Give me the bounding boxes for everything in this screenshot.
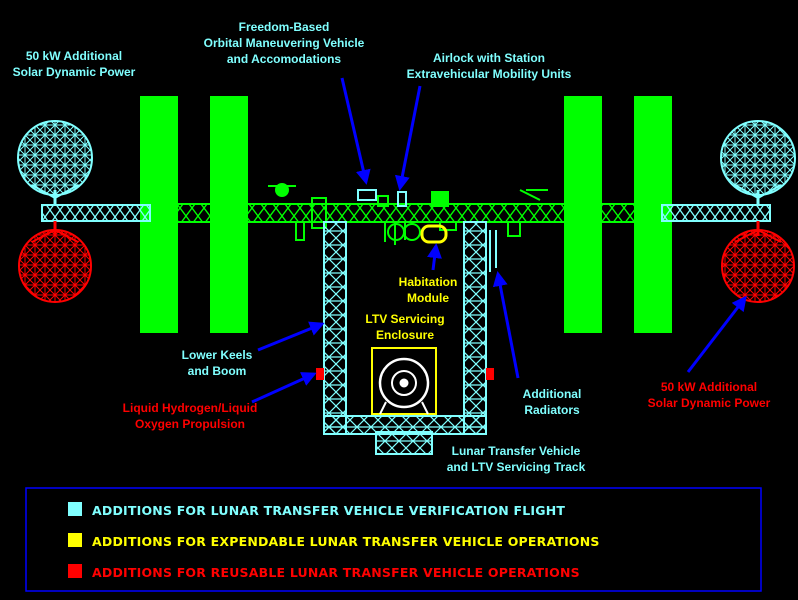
truss-extension-right — [661, 204, 771, 222]
svg-text:50 kW Additional: 50 kW Additional — [26, 49, 122, 63]
svg-text:Solar Dynamic Power: Solar Dynamic Power — [648, 396, 771, 410]
label-lower-keels: Lower Keels and Boom — [182, 348, 253, 378]
label-ltv-track: Lunar Transfer Vehicle and LTV Servicing… — [447, 444, 586, 474]
svg-text:Radiators: Radiators — [524, 403, 580, 417]
label-radiators: Additional Radiators — [523, 387, 582, 417]
solar-dynamic-left-red — [18, 221, 92, 303]
propulsion-right — [486, 368, 494, 380]
legend-item-reusable: ADDITIONS FOR REUSABLE LUNAR TRANSFER VE… — [68, 564, 580, 580]
svg-text:Solar Dynamic Power: Solar Dynamic Power — [13, 65, 136, 79]
svg-text:50 kW Additional: 50 kW Additional — [661, 380, 757, 394]
ltv-servicing-enclosure — [371, 347, 437, 415]
svg-text:Airlock with Station: Airlock with Station — [433, 51, 545, 65]
legend-swatch-cyan — [68, 502, 82, 516]
legend-text-verification: ADDITIONS FOR LUNAR TRANSFER VEHICLE VER… — [92, 503, 565, 518]
svg-text:Lunar Transfer Vehicle: Lunar Transfer Vehicle — [452, 444, 581, 458]
svg-text:Liquid Hydrogen/Liquid: Liquid Hydrogen/Liquid — [123, 401, 258, 415]
svg-text:Extravehicular Mobility Units: Extravehicular Mobility Units — [407, 67, 572, 81]
legend-text-expendable: ADDITIONS FOR EXPENDABLE LUNAR TRANSFER … — [92, 534, 600, 549]
solar-dynamic-right-cyan — [720, 120, 796, 205]
svg-text:Enclosure: Enclosure — [376, 328, 434, 342]
svg-text:and Boom: and Boom — [188, 364, 247, 378]
label-freedom-omv: Freedom-Based Orbital Maneuvering Vehicl… — [204, 20, 365, 66]
truss-extension-left — [41, 204, 151, 222]
ltv-servicing-track — [375, 431, 433, 455]
svg-text:Lower Keels: Lower Keels — [182, 348, 253, 362]
solar-dynamic-right-red — [721, 221, 795, 303]
lower-keel-left — [323, 221, 347, 435]
svg-text:LTV Servicing: LTV Servicing — [365, 312, 444, 326]
solar-dynamic-left-cyan — [17, 120, 93, 205]
label-solar-left: 50 kW Additional Solar Dynamic Power — [13, 49, 136, 79]
habitation-module-shape — [420, 224, 448, 244]
lunar-transfer-vehicle — [378, 357, 430, 415]
label-airlock: Airlock with Station Extravehicular Mobi… — [407, 51, 572, 81]
additional-radiators — [489, 230, 497, 272]
legend-swatch-yellow — [68, 533, 82, 547]
propulsion-left — [316, 368, 324, 380]
callout-arrows — [251, 77, 747, 404]
label-habitation: Habitation Module — [399, 275, 458, 305]
svg-text:Additional: Additional — [523, 387, 582, 401]
svg-text:Freedom-Based: Freedom-Based — [239, 20, 330, 34]
svg-text:and LTV Servicing Track: and LTV Servicing Track — [447, 460, 586, 474]
svg-text:and Accomodations: and Accomodations — [227, 52, 342, 66]
legend-item-verification: ADDITIONS FOR LUNAR TRANSFER VEHICLE VER… — [68, 502, 565, 518]
label-solar-right: 50 kW Additional Solar Dynamic Power — [648, 380, 771, 410]
legend-swatch-red — [68, 564, 82, 578]
svg-text:Oxygen Propulsion: Oxygen Propulsion — [135, 417, 245, 431]
svg-text:Module: Module — [407, 291, 449, 305]
omv-module — [357, 189, 377, 201]
label-ltv-enclosure: LTV Servicing Enclosure — [365, 312, 444, 342]
label-propulsion: Liquid Hydrogen/Liquid Oxygen Propulsion — [123, 401, 258, 431]
station-modules — [268, 183, 548, 245]
legend-text-reusable: ADDITIONS FOR REUSABLE LUNAR TRANSFER VE… — [92, 565, 580, 580]
legend-item-expendable: ADDITIONS FOR EXPENDABLE LUNAR TRANSFER … — [68, 533, 600, 549]
svg-text:Habitation: Habitation — [399, 275, 458, 289]
lower-keel-right — [463, 221, 487, 435]
airlock-module — [397, 191, 407, 207]
legend-box — [25, 487, 762, 592]
svg-text:Orbital Maneuvering Vehicle: Orbital Maneuvering Vehicle — [204, 36, 365, 50]
